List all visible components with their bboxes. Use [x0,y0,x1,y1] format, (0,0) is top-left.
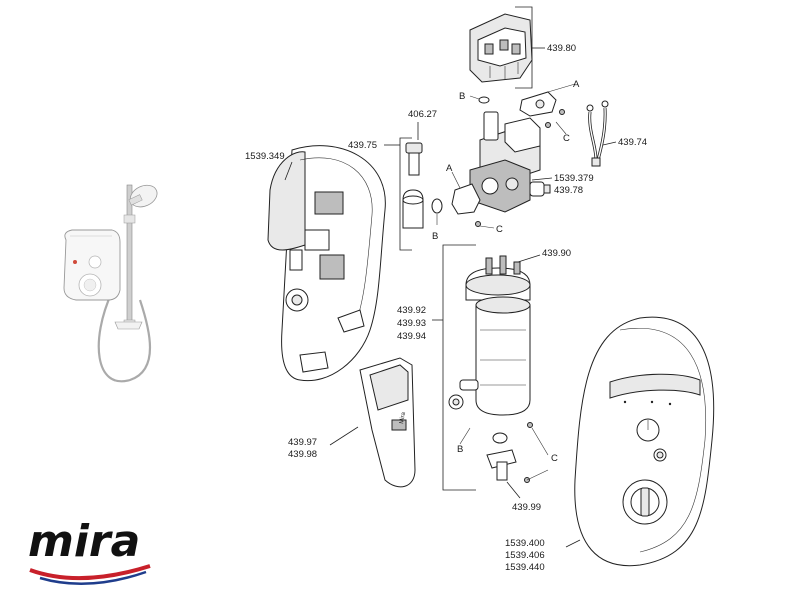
label-439-92: 439.92 [397,305,426,316]
label-1539-440: 1539.440 [505,562,545,573]
part-heater-tank [432,244,549,499]
label-439-90: 439.90 [542,248,571,259]
callout-a-mid: A [446,163,453,174]
mira-logo: mira [28,516,151,585]
part-lower-clamp [451,171,495,229]
label-1539-349: 1539.349 [245,151,285,162]
label-1539-406: 1539.406 [505,550,545,561]
svg-text:mira: mira [28,516,140,567]
callout-c-top: C [563,133,570,144]
label-439-74: 439.74 [618,137,647,148]
callout-c-low: C [551,453,558,464]
shower-product-image [63,184,158,383]
label-439-94: 439.94 [397,331,426,342]
part-front-cover [565,316,715,567]
callout-b-low: B [457,444,463,455]
label-439-78: 439.78 [554,185,583,196]
label-439-80: 439.80 [547,43,576,54]
part-upper-clamp [469,83,576,135]
part-cutout-leads [586,100,617,167]
cable-cover-badge: Mira [399,411,407,424]
part-inlet-fittings [384,122,443,251]
callout-c-mid: C [496,224,503,235]
label-406-27: 406.27 [408,109,437,120]
callout-b-mid: B [432,231,438,242]
part-terminal-block [469,6,545,89]
part-cable-cover [329,357,416,488]
label-439-98: 439.98 [288,449,317,460]
label-439-97: 439.97 [288,437,317,448]
part-backplate [267,145,386,382]
callout-a-top: A [573,79,580,90]
label-439-75: 439.75 [348,140,377,151]
label-1539-379: 1539.379 [554,173,594,184]
part-solenoid-valve [469,111,553,213]
label-439-93: 439.93 [397,318,426,329]
label-439-99: 439.99 [512,502,541,513]
label-1539-400: 1539.400 [505,538,545,549]
callout-b-top: B [459,91,465,102]
